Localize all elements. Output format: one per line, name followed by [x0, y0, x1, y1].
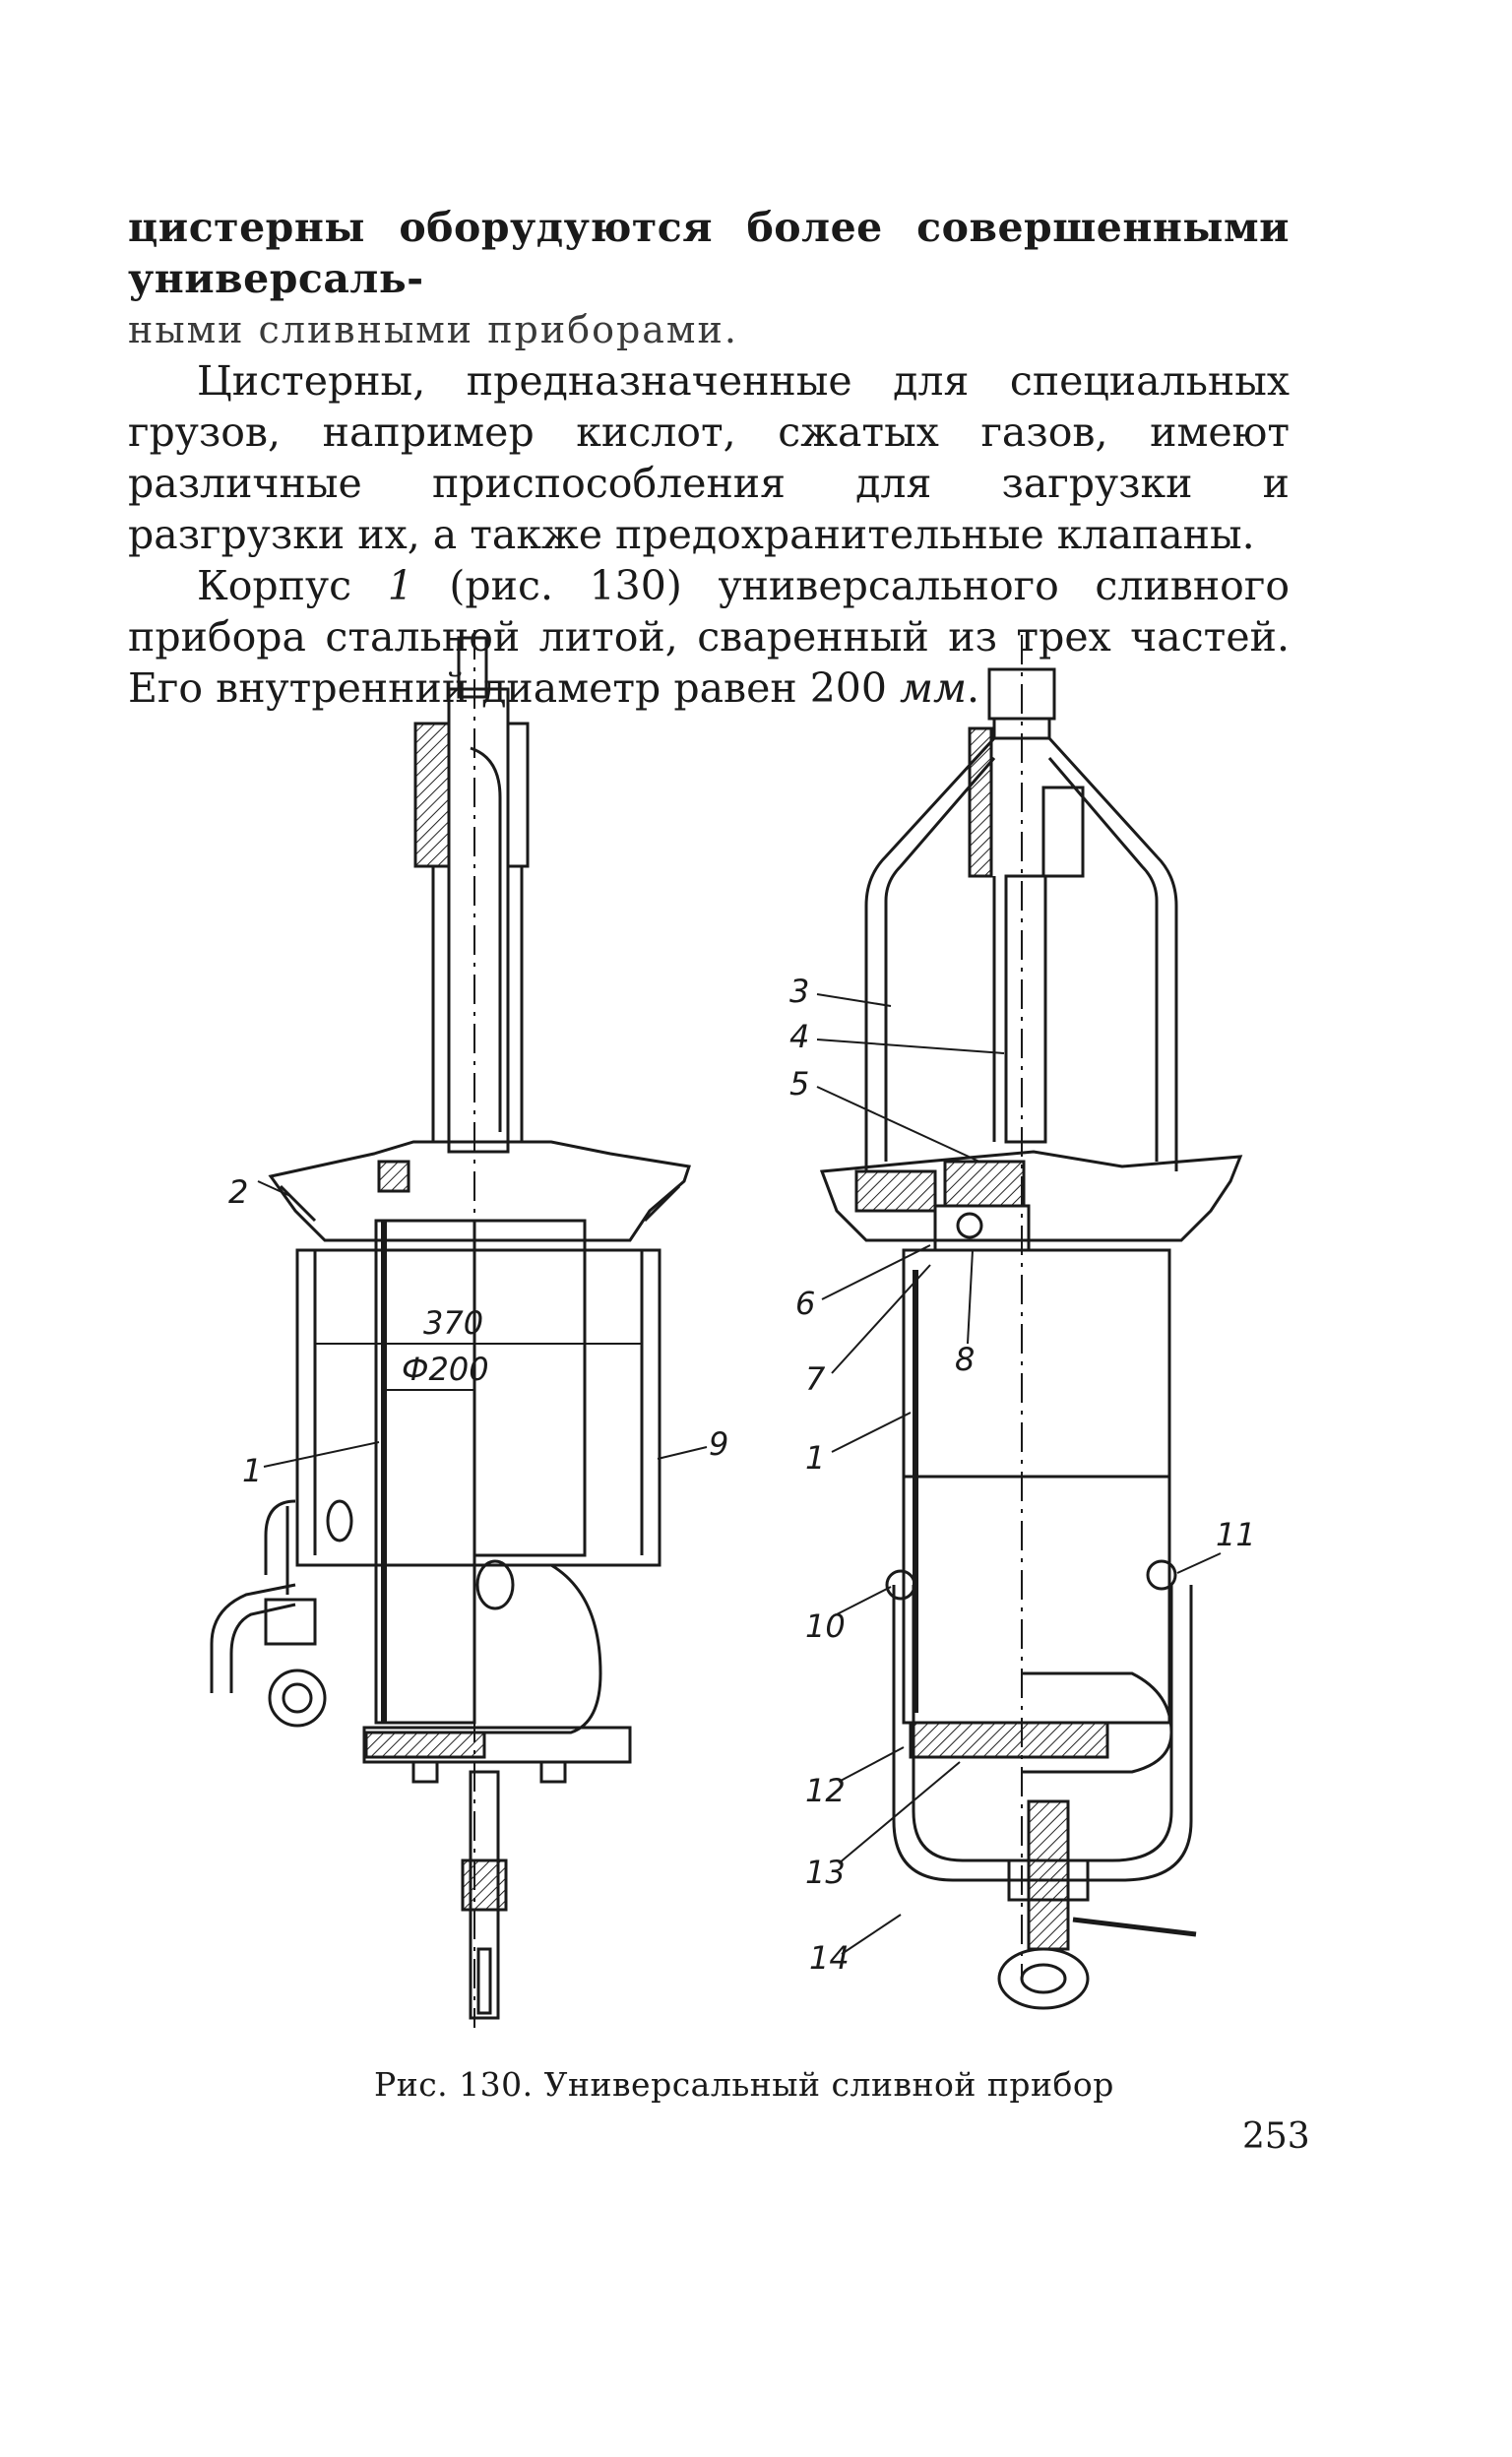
left-label-2: 2 [228, 1173, 248, 1211]
right-label-8: 8 [955, 1341, 975, 1378]
paragraph-3: Корпус 1 (рис. 130) универсального сливн… [128, 560, 1290, 714]
left-bottom-flange [362, 1726, 632, 1764]
right-rod [1004, 874, 1047, 1144]
page-number: 253 [1242, 2116, 1310, 2157]
left-stem [447, 687, 510, 1154]
unit-mm: мм [900, 664, 968, 712]
right-body [902, 1248, 1171, 1725]
figure-caption: Рис. 130. Универсальный сливной прибор [374, 2065, 1114, 2104]
paragraph-3-end: . [967, 664, 980, 712]
left-leaders [257, 1180, 708, 1468]
body-text: цистерны оборудуются более совершенными … [128, 202, 1290, 714]
right-funnel [819, 1150, 1243, 1242]
right-label-11: 11 [1216, 1516, 1256, 1553]
left-lower-bulge [474, 1563, 602, 1734]
left-label-1: 1 [242, 1452, 262, 1489]
right-label-3: 3 [789, 973, 809, 1010]
right-label-13: 13 [805, 1854, 846, 1891]
left-label-9: 9 [709, 1425, 728, 1463]
left-stem-top [457, 636, 488, 699]
dimension-370: 370 [423, 1304, 483, 1342]
right-cage-outer [864, 736, 996, 1171]
right-label-12: 12 [805, 1772, 846, 1809]
left-view [210, 630, 691, 2028]
paragraph-3-start: Корпус [197, 562, 388, 609]
right-label-4: 4 [789, 1018, 809, 1055]
right-view [819, 635, 1243, 2010]
paragraph-1-line-1: цистерны оборудуются более совершенными … [128, 204, 1290, 302]
dimension-200: Ф200 [402, 1351, 489, 1388]
left-hatched-block [413, 722, 451, 868]
paragraph-2: Цистерны, предназначенные для специальны… [128, 357, 1290, 558]
right-label-5: 5 [789, 1065, 809, 1102]
left-funnel [268, 1140, 691, 1242]
right-label-1: 1 [805, 1439, 825, 1477]
left-pipe-end [268, 1669, 327, 1728]
right-label-14: 14 [809, 1939, 850, 1977]
left-outlet-pipe [264, 1499, 296, 1595]
part-number-ref: 1 [387, 562, 413, 609]
right-labels: 3 4 5 6 7 8 1 10 11 12 13 14 [789, 973, 1256, 1977]
right-label-6: 6 [795, 1285, 815, 1322]
right-handle-ring [997, 1947, 1090, 2010]
right-bottom-valve [1027, 1799, 1070, 1951]
right-label-7: 7 [805, 1360, 826, 1398]
paragraph-1-line-2: ными сливными приборами. [128, 308, 738, 351]
right-leaders [816, 993, 1222, 1955]
right-bottom-flange [909, 1721, 1109, 1759]
left-inner-body [374, 1219, 476, 1725]
